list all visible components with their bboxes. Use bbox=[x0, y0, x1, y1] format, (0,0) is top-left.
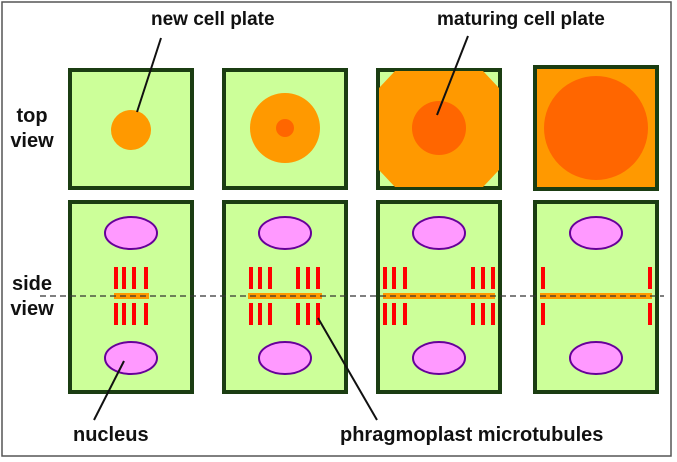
pointer-nucleus bbox=[93, 360, 125, 421]
side-cell-plate-3 bbox=[383, 293, 495, 299]
nucleus-1-lower bbox=[104, 341, 158, 375]
maturing-cell-plate-label: maturing cell plate bbox=[437, 9, 605, 30]
new-cell-plate-label: new cell plate bbox=[151, 9, 275, 30]
top-view-label-line1: top bbox=[16, 105, 48, 127]
maturing-cell-plate-center bbox=[412, 101, 466, 155]
top-view-label-line2: view bbox=[10, 130, 54, 152]
nucleus-3-upper bbox=[412, 216, 466, 250]
new-cell-plate-disc bbox=[111, 110, 151, 150]
nucleus-2-upper bbox=[258, 216, 312, 250]
pointer-maturing-cell-plate bbox=[436, 35, 469, 116]
side-view-label-line2: view bbox=[10, 298, 54, 320]
nucleus-4-upper bbox=[569, 216, 623, 250]
phragmoplast-microtubules-label: phragmoplast microtubules bbox=[340, 424, 604, 446]
pointer-phragmoplast-microtubules bbox=[317, 317, 378, 421]
nucleus-3-lower bbox=[412, 341, 466, 375]
mature-cell-plate-disc bbox=[544, 76, 648, 180]
nucleus-2-lower bbox=[258, 341, 312, 375]
pointer-new-cell-plate bbox=[136, 37, 162, 113]
side-view-label: side view bbox=[6, 272, 58, 322]
nucleus-1-upper bbox=[104, 216, 158, 250]
side-view-label-line1: side bbox=[11, 273, 53, 295]
phragmoplast-3 bbox=[383, 267, 495, 325]
phragmoplast-1 bbox=[114, 267, 148, 325]
phragmoplast-2 bbox=[249, 267, 320, 325]
nucleus-4-lower bbox=[569, 341, 623, 375]
nucleus-label: nucleus bbox=[73, 424, 149, 446]
expanding-cell-plate-center bbox=[276, 119, 294, 137]
top-view-label: top view bbox=[6, 104, 58, 154]
phragmoplast-4 bbox=[541, 267, 652, 325]
